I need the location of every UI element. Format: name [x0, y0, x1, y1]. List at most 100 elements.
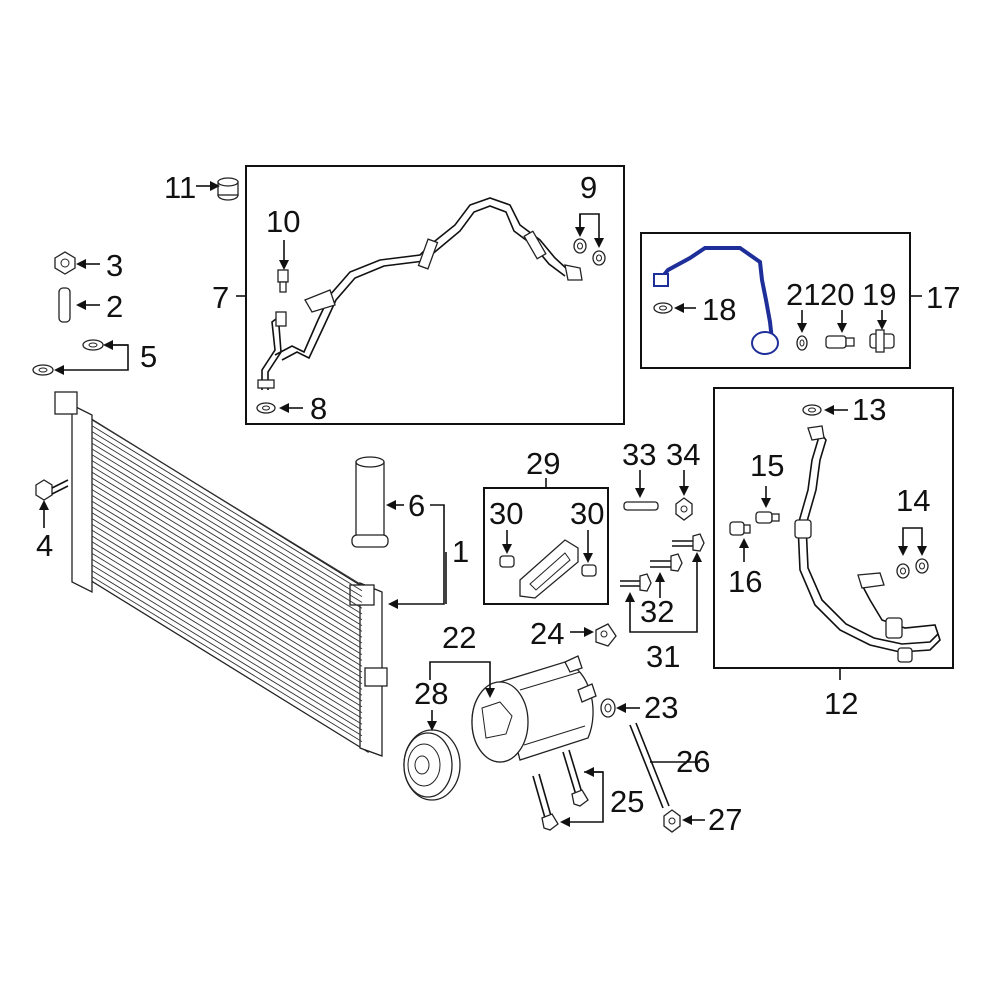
- part-3-nut: [54, 251, 76, 275]
- callout-labels: 11 3 2 5 4 7 10 9 8 18 21 20 19 17 13 15…: [36, 170, 960, 837]
- callout-14: 14: [896, 483, 930, 518]
- part-18-oring: [653, 302, 673, 314]
- condenser-fin: [91, 489, 363, 655]
- condenser-fin: [91, 500, 363, 667]
- callout-20: 20: [820, 277, 854, 312]
- condenser-fin: [91, 483, 363, 650]
- callout-19: 19: [862, 277, 896, 312]
- condenser-fin: [91, 524, 363, 690]
- part-11-cap: [217, 177, 239, 201]
- callout-24: 24: [530, 616, 564, 651]
- callout-13: 13: [852, 392, 886, 427]
- callout-5: 5: [140, 339, 157, 374]
- callout-11: 11: [164, 170, 196, 205]
- condenser-fin: [91, 460, 363, 626]
- condenser-fin: [91, 442, 363, 609]
- condenser-fin: [91, 518, 363, 684]
- part-34-nut: [675, 497, 693, 521]
- condenser-part: [54, 391, 388, 757]
- part-25-bolt-lower: [532, 773, 559, 831]
- part-26-stud: [629, 722, 670, 809]
- group-box-12: [713, 387, 954, 669]
- callout-1: 1: [452, 534, 469, 569]
- callout-33: 33: [622, 437, 656, 472]
- part-27-nut: [663, 809, 681, 833]
- condenser-fin: [91, 471, 363, 638]
- condenser-fin: [91, 547, 363, 713]
- part-33-stud: [623, 501, 659, 511]
- part-25-bolt-upper: [562, 749, 589, 807]
- callout-21: 21: [786, 277, 820, 312]
- part-9-orings: [573, 238, 606, 266]
- part-30-bushing-right: [581, 564, 597, 577]
- callout-7: 7: [212, 280, 229, 315]
- part-23-oring: [600, 698, 616, 718]
- part-22-compressor: [471, 655, 597, 763]
- callout-28: 28: [414, 676, 448, 711]
- group-box-17: [640, 232, 911, 369]
- callout-30-right: 30: [570, 496, 604, 531]
- part-16-cap: [729, 521, 751, 536]
- part-15-valve: [755, 511, 780, 524]
- callout-32: 32: [640, 594, 674, 629]
- callout-30-left: 30: [489, 496, 523, 531]
- part-14-orings: [896, 558, 929, 579]
- callout-23: 23: [644, 690, 678, 725]
- condenser-fin: [91, 570, 363, 737]
- condenser-fin: [91, 454, 363, 621]
- leader-lines: [39, 181, 927, 827]
- part-5-washers: [32, 339, 104, 376]
- part-24-gasket: [595, 623, 617, 647]
- callout-34: 34: [666, 437, 700, 472]
- condenser-fin: [91, 564, 363, 731]
- callout-9: 9: [580, 170, 597, 205]
- callout-10: 10: [266, 204, 300, 239]
- part-29-bracket: [519, 539, 579, 599]
- callout-15: 15: [750, 448, 784, 483]
- part-7-ac-line: [257, 197, 583, 390]
- group-box-7: [245, 165, 625, 425]
- part-17-highlighted-hose: [653, 246, 779, 355]
- condenser-fin: [91, 431, 363, 597]
- callout-27: 27: [708, 802, 742, 837]
- part-28-pulley: [403, 729, 461, 801]
- part-10-valve: [277, 269, 289, 293]
- part-21-oring: [796, 335, 808, 351]
- part-20-valve: [825, 335, 855, 349]
- part-2-pin: [58, 287, 71, 323]
- condenser-fin: [91, 495, 363, 661]
- part-32-bolt: [650, 553, 683, 572]
- part-13-oring: [802, 404, 822, 416]
- part-8-oring: [256, 402, 276, 414]
- callout-16: 16: [728, 564, 762, 599]
- part-4-bolt: [35, 479, 69, 501]
- condenser-fin: [91, 576, 363, 742]
- condenser-fin: [91, 529, 363, 696]
- part-31-bolt-upper: [672, 533, 705, 552]
- part-31-bolt-lower: [620, 573, 652, 592]
- callout-18: 18: [702, 292, 736, 327]
- callout-25: 25: [610, 784, 644, 819]
- callout-29: 29: [526, 446, 560, 481]
- condenser-fin: [91, 512, 363, 679]
- callout-2: 2: [106, 289, 123, 324]
- condenser-fin: [91, 553, 363, 719]
- condenser-fin: [91, 477, 363, 644]
- condenser-fin: [91, 466, 363, 632]
- callout-6: 6: [408, 488, 425, 523]
- callout-31: 31: [646, 639, 680, 674]
- callout-17: 17: [926, 280, 960, 315]
- condenser-fin: [91, 558, 363, 725]
- callout-4: 4: [36, 528, 53, 563]
- condenser-fin: [91, 437, 363, 603]
- callout-22: 22: [442, 620, 476, 655]
- condenser-fin: [91, 419, 363, 586]
- condenser-fin: [91, 535, 363, 702]
- condenser-fin: [91, 541, 363, 708]
- callout-26: 26: [676, 744, 710, 779]
- part-12-ac-line: [794, 425, 941, 663]
- part-30-bushing-left: [499, 555, 515, 568]
- callout-8: 8: [310, 391, 327, 426]
- callout-3: 3: [106, 248, 123, 283]
